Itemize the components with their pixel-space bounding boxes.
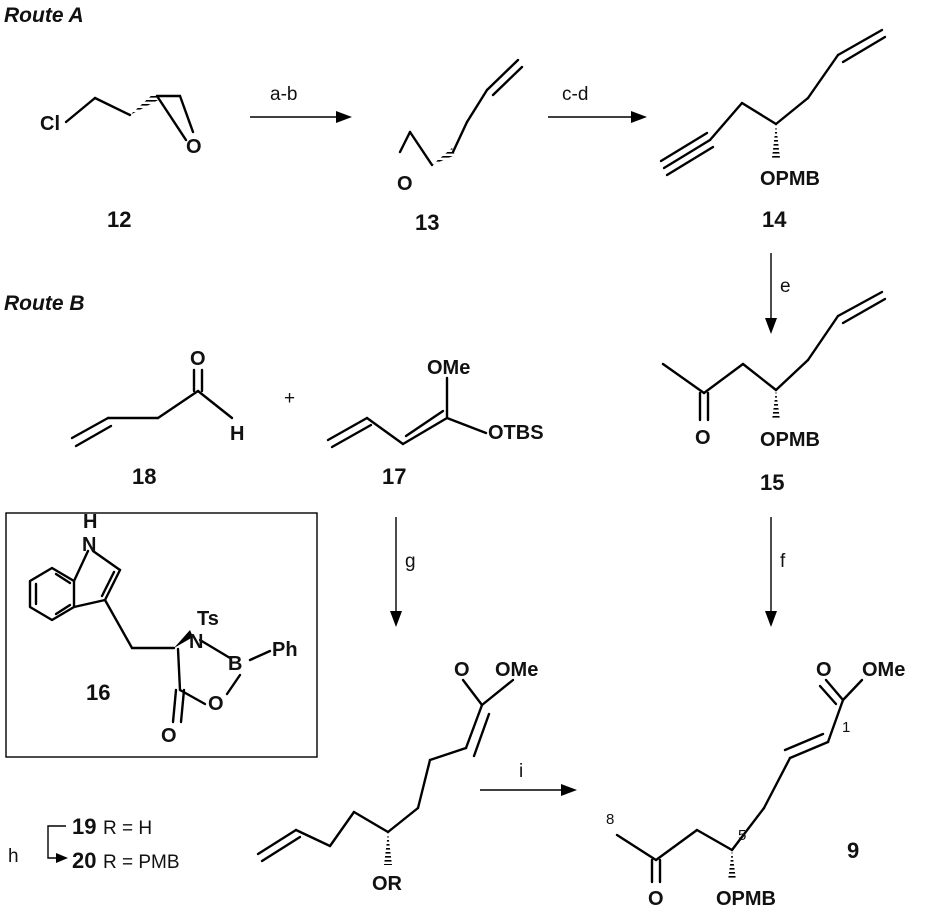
tosyl-group: Ts xyxy=(197,608,219,630)
compound-17-label: 17 xyxy=(382,464,406,489)
ketone-oxygen: O xyxy=(648,888,664,910)
methoxy-group: OMe xyxy=(427,357,470,379)
compound-9-label: 9 xyxy=(847,838,859,863)
compound-16-label: 16 xyxy=(86,680,110,705)
reagent-f: f xyxy=(780,551,786,572)
compound-16-structure: N H Ts N B Ph O O xyxy=(28,511,298,747)
compound-19-r-group: R = H xyxy=(103,818,152,839)
indole-nh-hydrogen: H xyxy=(83,511,97,533)
compound-14-label: 14 xyxy=(762,207,787,232)
ester-carbonyl-oxygen: O xyxy=(454,659,470,681)
ring-oxygen: O xyxy=(208,693,224,715)
opmb-group: OPMB xyxy=(760,429,820,451)
compound-9-structure: O OMe O OPMB 1 5 8 xyxy=(606,659,905,910)
reagent-i: i xyxy=(519,761,523,782)
carbon-8-number: 8 xyxy=(606,811,614,828)
epoxide-oxygen: O xyxy=(186,136,202,158)
compound-12-structure: Cl O xyxy=(40,94,202,158)
otbs-group: OTBS xyxy=(488,422,544,444)
opmb-group: OPMB xyxy=(716,888,776,910)
compound-19-label: 19 xyxy=(72,814,96,839)
compound-18-label: 18 xyxy=(132,464,156,489)
reagent-a-b: a-b xyxy=(270,84,297,105)
compound-14-structure: OPMB xyxy=(659,28,887,190)
aldehyde-hydrogen: H xyxy=(230,423,244,445)
chlorine-atom: Cl xyxy=(40,113,60,135)
compound-17-structure: OMe OTBS xyxy=(326,357,544,449)
compound-13-label: 13 xyxy=(415,210,439,235)
reagent-e: e xyxy=(780,276,791,297)
carbon-5-number: 5 xyxy=(738,827,746,844)
boron-atom: B xyxy=(228,653,242,675)
compound-13-structure: O xyxy=(397,58,524,195)
reagent-h: h xyxy=(8,846,19,867)
route-a-label: Route A xyxy=(4,4,84,27)
plus-sign: + xyxy=(284,388,295,409)
opmb-group: OPMB xyxy=(760,168,820,190)
compound-19-20-structure: O OMe OR xyxy=(256,659,538,895)
ring-nitrogen: N xyxy=(189,631,203,653)
compound-20-label: 20 xyxy=(72,848,96,873)
epoxide-oxygen: O xyxy=(397,173,413,195)
compound-15-structure: O OPMB xyxy=(661,290,887,451)
carbon-1-number: 1 xyxy=(842,719,850,736)
phenyl-group: Ph xyxy=(272,639,298,661)
route-b-label: Route B xyxy=(4,292,85,315)
or-group: OR xyxy=(372,873,403,895)
compound-20-r-group: R = PMB xyxy=(103,852,180,873)
ester-carbonyl-oxygen: O xyxy=(816,659,832,681)
reagent-g: g xyxy=(405,551,416,572)
compound-18-structure: O H xyxy=(70,348,244,448)
indole-nitrogen: N xyxy=(82,534,96,556)
reagent-c-d: c-d xyxy=(562,84,588,105)
compound-15-label: 15 xyxy=(760,470,784,495)
compound-12-label: 12 xyxy=(107,207,131,232)
ketone-oxygen: O xyxy=(695,427,711,449)
methoxy-group: OMe xyxy=(495,659,538,681)
methoxy-group: OMe xyxy=(862,659,905,681)
catalyst-box xyxy=(5,512,318,758)
aldehyde-oxygen: O xyxy=(190,348,206,370)
carbonyl-oxygen: O xyxy=(161,725,177,747)
